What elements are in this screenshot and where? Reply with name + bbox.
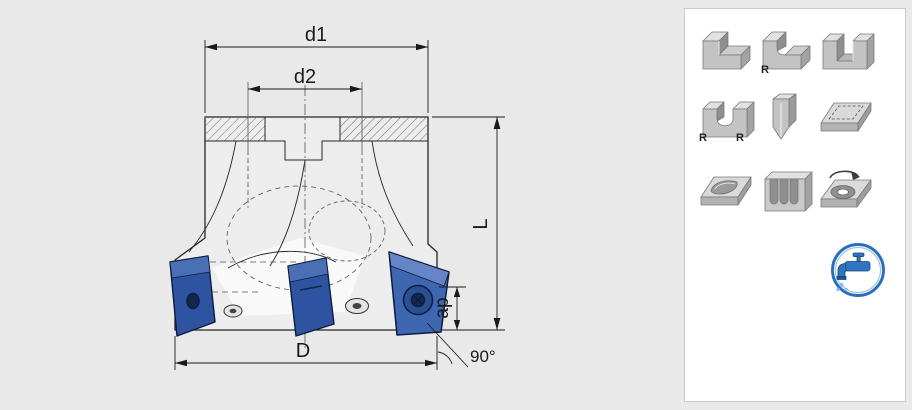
slot-milling-icon [817, 25, 875, 75]
screw-holes [223, 298, 369, 318]
square-shoulder-milling-icon [697, 25, 755, 75]
helical-milling-icon [697, 167, 755, 217]
insert-center [287, 257, 335, 337]
dimension-d2: d2 [248, 66, 362, 93]
coolant-icon [829, 241, 887, 299]
icon-label-R: R [761, 64, 769, 75]
chamfer-milling-icon [757, 93, 815, 143]
insert-left [169, 255, 216, 337]
dimension-D: D [174, 336, 438, 370]
dim-label-ap: ap [432, 297, 453, 318]
dimension-L: L [432, 116, 505, 331]
corner-radius-milling-icon: R [757, 25, 815, 75]
dim-label-D: D [296, 340, 310, 362]
icon-label-R-right: R [736, 132, 744, 143]
round-groove-milling-icon: R R [697, 93, 755, 143]
dimension-ap: ap [432, 286, 466, 330]
dim-label-d2: d2 [294, 66, 316, 88]
plunge-milling-icon [757, 167, 815, 217]
insert-right [388, 251, 450, 336]
pocket-milling-icon [817, 93, 875, 143]
dim-label-L: L [470, 218, 492, 229]
technical-drawing: d1 d2 L ap [169, 24, 505, 370]
dim-label-angle: 90° [470, 347, 496, 366]
circular-interpolation-icon [817, 167, 875, 217]
dimension-angle-90: 90° [426, 322, 496, 368]
dimension-d1: d1 [204, 24, 429, 113]
icon-label-R-left: R [699, 132, 707, 143]
applications-panel: R R R [684, 8, 906, 402]
dim-label-d1: d1 [305, 24, 327, 46]
